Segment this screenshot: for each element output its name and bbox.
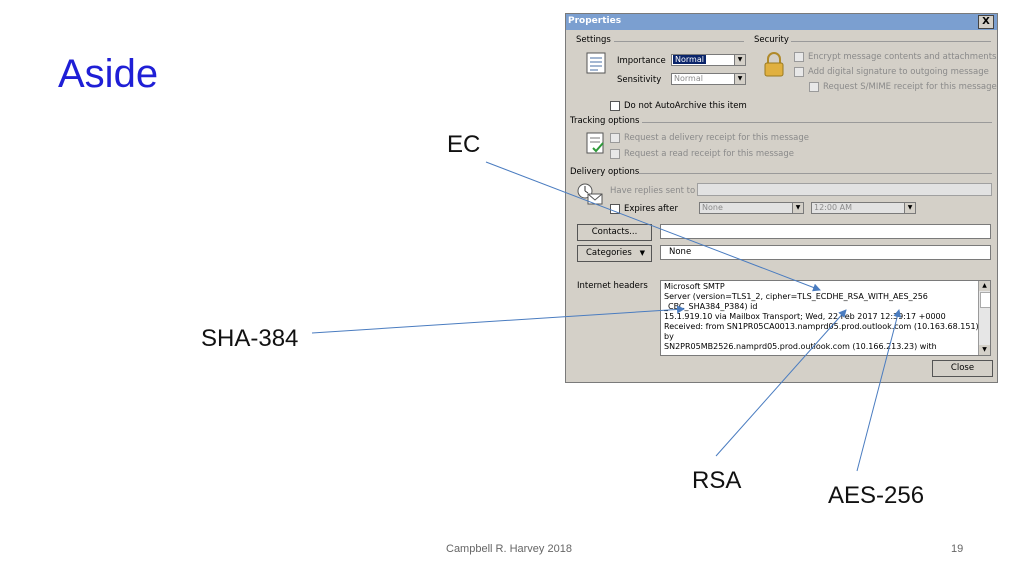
expires-time-value: 12:00 AM (814, 203, 852, 212)
header-line: Received: from SN1PR05CA0013.namprd05.pr… (664, 322, 979, 331)
read-receipt-label: Request a read receipt for this message (624, 149, 795, 159)
settings-document-icon (586, 52, 606, 74)
dialog-title: Properties (568, 16, 622, 26)
categories-button[interactable]: Categories ▼ (577, 245, 652, 262)
replies-label: Have replies sent to (610, 186, 696, 196)
internet-headers-textbox[interactable]: Microsoft SMTP Server (version=TLS1_2, c… (660, 280, 991, 356)
sensitivity-select[interactable]: Normal ▼ (671, 73, 746, 85)
tracking-heading: Tracking options (570, 116, 640, 126)
expires-label: Expires after (624, 204, 678, 214)
close-button[interactable]: Close (932, 360, 993, 377)
security-lock-icon (764, 52, 784, 77)
header-line: _CBC_SHA384_P384) id (664, 302, 758, 311)
expires-checkbox[interactable] (610, 204, 620, 214)
internet-headers-label: Internet headers (577, 281, 648, 291)
chevron-down-icon: ▼ (734, 55, 745, 65)
footer-page-number: 19 (951, 543, 964, 555)
autoarchive-checkbox[interactable] (610, 101, 620, 111)
encrypt-checkbox[interactable] (794, 52, 804, 62)
chevron-down-icon: ▼ (639, 249, 645, 257)
slide-title: Aside (58, 52, 159, 96)
signature-checkbox[interactable] (794, 67, 804, 77)
label-rsa: RSA (692, 467, 742, 494)
delivery-heading: Delivery options (570, 167, 640, 177)
categories-field[interactable]: None (660, 245, 991, 260)
scroll-thumb[interactable] (980, 292, 990, 308)
expires-time-select[interactable]: 12:00 AM ▼ (811, 202, 916, 214)
scroll-down-icon[interactable]: ▼ (979, 345, 990, 355)
delivery-clock-icon (577, 183, 603, 205)
importance-select[interactable]: Normal ▼ (671, 54, 746, 66)
footer-author: Campbell R. Harvey 2018 (446, 543, 572, 555)
contacts-field[interactable] (660, 224, 991, 239)
scroll-up-icon[interactable]: ▲ (979, 281, 990, 291)
header-line: Server (version=TLS1_2, cipher=TLS_ECDHE… (664, 292, 928, 301)
settings-divider (614, 41, 744, 42)
encrypt-label: Encrypt message contents and attachments (808, 52, 997, 62)
delivery-divider (638, 173, 992, 174)
security-divider (791, 41, 991, 42)
header-line: by (664, 332, 674, 341)
sensitivity-value: Normal (674, 74, 703, 83)
label-aes-256: AES-256 (828, 482, 925, 509)
categories-button-label: Categories (586, 248, 632, 258)
chevron-down-icon: ▼ (904, 203, 915, 213)
label-ec: EC (447, 131, 481, 158)
signature-label: Add digital signature to outgoing messag… (808, 67, 989, 77)
header-line: 15.1.919.10 via Mailbox Transport; Wed, … (664, 312, 946, 321)
read-receipt-checkbox[interactable] (610, 149, 620, 159)
replies-field[interactable] (697, 183, 992, 196)
sensitivity-label: Sensitivity (617, 75, 662, 85)
security-heading: Security (754, 35, 789, 45)
close-icon[interactable]: X (978, 15, 994, 29)
tracking-checklist-icon (586, 132, 604, 154)
autoarchive-label: Do not AutoArchive this item (624, 101, 747, 111)
smime-label: Request S/MIME receipt for this message (823, 82, 997, 92)
header-line: Microsoft SMTP (664, 282, 725, 291)
expires-date-value: None (702, 203, 723, 212)
smime-checkbox[interactable] (809, 82, 819, 92)
chevron-down-icon: ▼ (734, 74, 745, 84)
label-sha-384: SHA-384 (201, 325, 299, 352)
tracking-divider (642, 122, 992, 123)
properties-dialog: Properties X Settings Importance Normal … (565, 13, 998, 383)
importance-label: Importance (617, 56, 666, 66)
expires-date-select[interactable]: None ▼ (699, 202, 804, 214)
delivery-receipt-checkbox[interactable] (610, 133, 620, 143)
header-line: SN2PR05MB2526.namprd05.prod.outlook.com … (664, 342, 937, 351)
chevron-down-icon: ▼ (792, 203, 803, 213)
contacts-button[interactable]: Contacts... (577, 224, 652, 241)
importance-value: Normal (673, 55, 706, 64)
dialog-titlebar: Properties X (566, 14, 997, 30)
settings-heading: Settings (576, 35, 611, 45)
categories-value: None (669, 247, 692, 257)
delivery-receipt-label: Request a delivery receipt for this mess… (624, 133, 810, 143)
headers-scrollbar[interactable]: ▲ ▼ (978, 281, 990, 355)
